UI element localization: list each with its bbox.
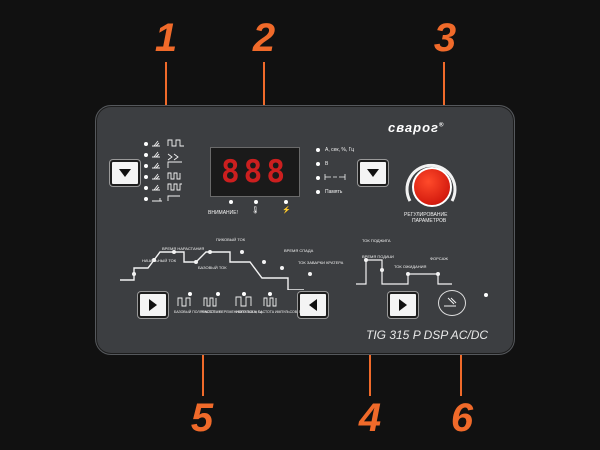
callout-5: 5: [190, 396, 214, 440]
cycle-label-peak-current: ПИКОВЫЙ ТОК: [216, 237, 246, 242]
warning-label: ВНИМАНИЕ!: [208, 210, 238, 216]
memory-label: Память: [325, 189, 343, 195]
knob-label-line2: ПАРАМЕТРОВ: [412, 218, 447, 224]
mode-led-6: [144, 197, 148, 201]
torch-indicator: [438, 290, 466, 316]
digital-display: 888: [210, 147, 300, 197]
mode-led-2: [144, 153, 148, 157]
gas-mode-button[interactable]: [388, 292, 418, 318]
chevron-down-icon: [367, 169, 379, 177]
trigger-mode-icon: [324, 174, 346, 180]
gas-label-ignition: ТОК ПОДЖИГА: [362, 238, 391, 243]
mode-led-3: [144, 164, 148, 168]
brand-logo-text: сварог: [388, 120, 439, 135]
welding-cycle-diagram: [120, 250, 312, 290]
parameter-select-button[interactable]: [358, 160, 388, 186]
callout-6: 6: [450, 396, 474, 440]
chevron-down-icon: [119, 169, 131, 177]
pulse-led-2: [216, 292, 220, 296]
amps-label: А, сек, %, Гц: [325, 147, 355, 153]
mode-led-5: [144, 186, 148, 190]
callout-1: 1: [154, 16, 178, 60]
pulse-label-2: ЧАСТОТА ПЕРЕМЕННОГО ТОКА, Гц: [202, 310, 262, 314]
mode-led-1: [144, 142, 148, 146]
amps-led: [316, 148, 320, 152]
callout-4: 4: [358, 396, 382, 440]
pulse-led-1: [188, 292, 192, 296]
callout-3: 3: [433, 16, 457, 60]
knob-scale-icon: [405, 163, 457, 202]
mode-led-4: [144, 175, 148, 179]
gas-label-boost: ФОРСАЖ: [430, 256, 448, 261]
mode-symbols-icon: [152, 139, 184, 202]
torch-led: [484, 293, 488, 297]
cycle-next-button[interactable]: [138, 292, 168, 318]
model-name: TIG 315 P DSP AC/DC: [366, 328, 489, 342]
cycle-label-crater-current: ТОК ЗАВАРКИ КРАТЕРА: [298, 260, 344, 265]
chevron-right-icon: [399, 299, 407, 311]
brand-logo: сварог®: [388, 120, 444, 135]
registered-mark: ®: [438, 122, 445, 129]
pulse-symbols-icon: [177, 296, 277, 307]
overheat-led: [254, 200, 258, 204]
lightning-icon: ⚡: [282, 207, 291, 214]
chevron-left-icon: [309, 299, 317, 311]
knob-label-line1: РЕГУЛИРОВАНИЕ: [404, 212, 448, 218]
parameter-knob[interactable]: [412, 167, 452, 207]
mode-select-button[interactable]: [110, 160, 140, 186]
trigger-led: [316, 176, 320, 180]
control-panel: сварог®: [95, 105, 515, 355]
torch-icon: [444, 297, 457, 307]
pulse-led-3: [242, 292, 246, 296]
chevron-right-icon: [149, 299, 157, 311]
volts-led: [316, 162, 320, 166]
pulse-label-3: ИМПУЛЬС %: [236, 310, 258, 314]
pulse-label-1: БАЗОВЫЙ ПОЛЯРНОСТЬ %: [174, 310, 221, 314]
pulse-led-4: [268, 292, 272, 296]
memory-led: [316, 190, 320, 194]
cycle-label-base-current: БАЗОВЫЙ ТОК: [198, 265, 227, 270]
cycle-prev-button[interactable]: [298, 292, 328, 318]
gas-label-feed-time: ВРЕМЯ ПОДАЧИ: [362, 254, 394, 259]
display-value: 888: [221, 154, 289, 190]
warning-led: [229, 200, 233, 204]
gas-label-standby: ТОК ОЖИДАНИЯ: [394, 264, 427, 269]
cycle-label-start-current: НАЧАЛЬНЫЙ ТОК: [142, 258, 177, 263]
thermometer-icon: 🌡: [251, 207, 260, 214]
power-led: [284, 200, 288, 204]
volts-label: В: [325, 161, 329, 167]
gas-sequence-diagram: [356, 258, 452, 285]
cycle-label-ramp-up: ВРЕМЯ НАРАСТАНИЯ: [162, 246, 205, 251]
callout-2: 2: [252, 16, 276, 60]
pulse-label-4: ЧАСТОТА ИМПУЛЬСОВ, Гц: [258, 310, 303, 314]
cycle-label-ramp-down: ВРЕМЯ СПАДА: [284, 248, 314, 253]
